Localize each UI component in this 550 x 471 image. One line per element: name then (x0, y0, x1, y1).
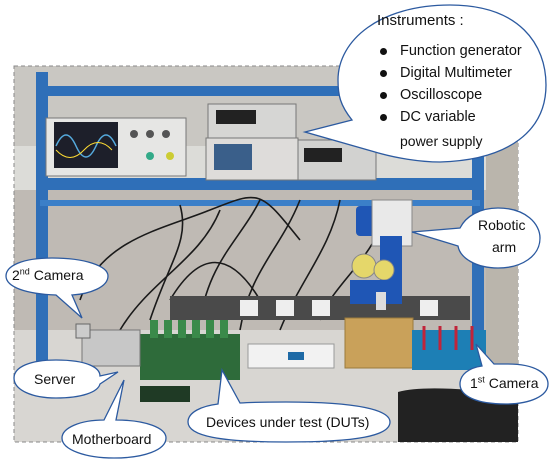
instrument-item-continuation: power supply (400, 133, 483, 149)
first-camera-label: 1st Camera (470, 374, 539, 391)
power-outlet-strip (170, 296, 470, 320)
motherboard-callout-bubble (61, 379, 167, 459)
digital-multimeter-device (207, 103, 297, 139)
instrument-item: Oscilloscope (378, 84, 522, 106)
first-camera-label-sup: st (477, 374, 485, 385)
second-camera-callout-bubble (5, 257, 109, 319)
instrument-item: Function generator (378, 40, 522, 62)
server-box (81, 329, 141, 367)
first-camera-callout-bubble (459, 343, 549, 405)
function-generator-device (205, 137, 299, 181)
robotic-arm (350, 199, 413, 310)
instruments-list: Function generator Digital Multimeter Os… (378, 40, 522, 128)
callout-shapes (5, 4, 549, 459)
foam-pad (344, 317, 414, 369)
motherboard-label: Motherboard (72, 431, 152, 447)
instruments-title: Instruments : (377, 12, 464, 29)
server-label: Server (34, 371, 76, 387)
second-camera-label-number: 2 (12, 267, 20, 283)
second-camera-device (75, 323, 91, 339)
second-camera-label: 2nd Camera (12, 266, 84, 283)
second-camera-label-sup: nd (19, 266, 30, 277)
robotic-arm-label-line1: Robotic (478, 217, 526, 233)
duts-callout-bubble (187, 367, 391, 443)
server-callout-bubble (13, 359, 119, 399)
first-camera-label-number: 1 (470, 375, 478, 391)
duts-label: Devices under test (DUTs) (206, 414, 370, 430)
robotic-arm-callout-bubble (411, 207, 541, 269)
instruments-callout-bubble (302, 4, 547, 163)
instrument-item: DC variable (378, 106, 522, 128)
instrument-item: Digital Multimeter (378, 62, 522, 84)
first-camera-label-text: Camera (484, 375, 539, 391)
second-camera-label-text: Camera (29, 267, 84, 283)
robotic-arm-label-line2: arm (492, 239, 517, 255)
oscilloscope-device (45, 117, 187, 177)
